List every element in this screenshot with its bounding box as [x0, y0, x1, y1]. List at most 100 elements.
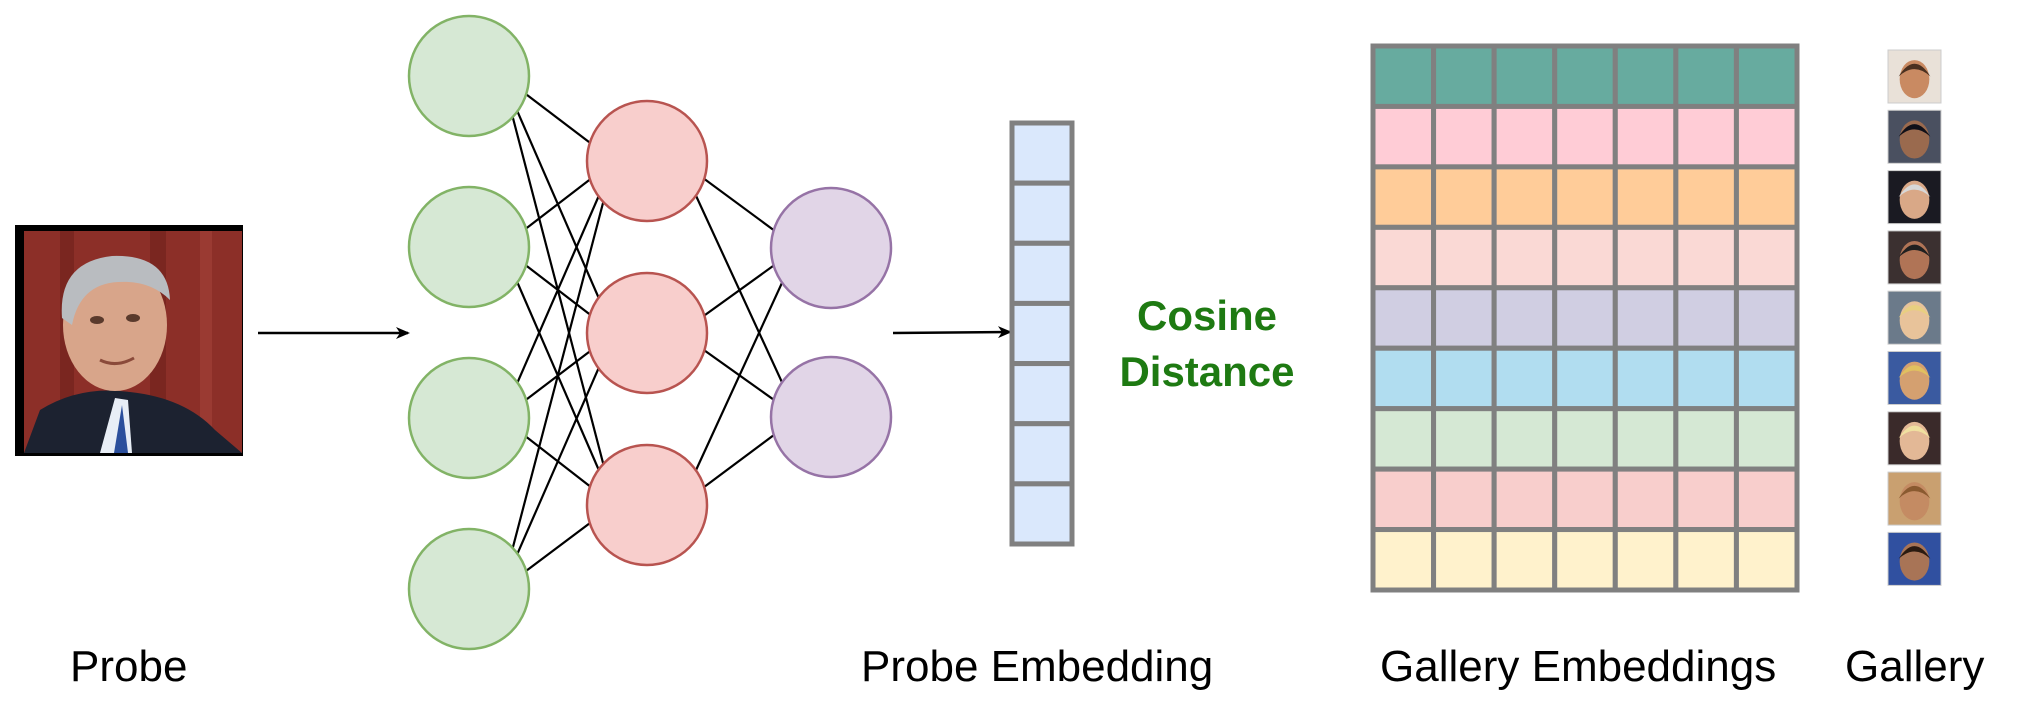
gallery-embedding-cell	[1552, 285, 1618, 351]
gallery-embedding-cell	[1431, 406, 1497, 472]
face-thumb-hair	[1898, 63, 1931, 77]
network-to-embedding-arrow	[892, 326, 1012, 339]
gallery-embedding-cell	[1491, 527, 1558, 593]
probe-hair	[61, 255, 170, 325]
probe-image-stripe	[200, 231, 212, 453]
network-edge	[679, 247, 799, 506]
gallery-embedding-cell	[1612, 43, 1679, 109]
probe-eye	[90, 316, 104, 324]
output-node	[769, 355, 893, 479]
gallery-embedding-cell	[1491, 466, 1558, 533]
gallery-faces	[1887, 49, 1942, 586]
network-edge	[500, 332, 616, 590]
gallery-embedding-cell	[1491, 164, 1558, 230]
gallery-embeddings-label: Gallery Embeddings	[1380, 642, 1777, 691]
gallery-embedding-cell	[1370, 224, 1437, 291]
gallery-embedding-cell	[1673, 345, 1739, 412]
gallery-embedding-cell	[1370, 345, 1437, 412]
output-node	[769, 186, 893, 310]
gallery-embedding-cell	[1431, 43, 1497, 109]
cosine-label-line2: Distance	[1119, 348, 1295, 395]
gallery-embedding-cell	[1733, 103, 1800, 170]
face-thumb-border	[1887, 170, 1942, 225]
face-thumb-border	[1887, 471, 1942, 526]
gallery-embedding-cell	[1612, 466, 1679, 533]
face-thumb-hair	[1898, 124, 1931, 137]
gallery-embedding-cell	[1370, 164, 1437, 230]
gallery-embedding-cell	[1491, 224, 1558, 291]
gallery-embedding-cell	[1733, 43, 1800, 109]
face-thumb-hair	[1898, 485, 1931, 499]
gallery-embedding-cell	[1552, 406, 1618, 472]
face-thumb-hair	[1898, 244, 1931, 258]
gallery-embedding-cell	[1733, 466, 1800, 533]
embedding-cell	[1009, 120, 1075, 186]
face-photo-1	[1887, 49, 1942, 104]
gallery-embedding-cell	[1431, 164, 1497, 230]
network-edge	[679, 160, 799, 418]
gallery-embedding-cell	[1612, 224, 1679, 291]
cosine-label-line1: Cosine	[1136, 292, 1278, 339]
gallery-embedding-cell	[1673, 43, 1739, 109]
gallery-embedding-cell	[1612, 345, 1679, 412]
face-thumb-border	[1887, 109, 1942, 164]
gallery-embedding-cell	[1491, 43, 1558, 109]
face-thumb-border	[1887, 411, 1942, 466]
embedding-cell	[1009, 240, 1075, 306]
hidden-node	[585, 271, 709, 395]
gallery-embedding-cell	[1612, 527, 1679, 593]
network-edge	[500, 160, 616, 590]
face-thumb-hair	[1898, 304, 1931, 318]
gallery-embedding-cell	[1673, 527, 1739, 593]
gallery-embedding-cell	[1370, 466, 1437, 533]
face-thumb-border	[1887, 290, 1942, 345]
probe-mouth	[99, 356, 135, 365]
gallery-embedding-cell	[1431, 345, 1497, 412]
network-nodes	[407, 14, 893, 651]
gallery-embedding-cell	[1612, 103, 1679, 170]
input-node	[407, 14, 531, 138]
embedding-cell	[1009, 421, 1075, 487]
gallery-embedding-cell	[1733, 406, 1800, 472]
face-thumb-hair	[1898, 365, 1931, 378]
gallery-embedding-cell	[1431, 527, 1497, 593]
face-thumb-hair	[1898, 425, 1931, 439]
gallery-embedding-cell	[1552, 103, 1618, 170]
embedding-cell	[1009, 300, 1075, 367]
face-thumb-hair	[1898, 184, 1931, 198]
gallery-embedding-cell	[1673, 103, 1739, 170]
gallery-embedding-cell	[1673, 164, 1739, 230]
gallery-embedding-cell	[1552, 527, 1618, 593]
face-thumb-border	[1887, 351, 1942, 405]
gallery-embedding-cell	[1491, 345, 1558, 412]
gallery-embedding-cell	[1370, 527, 1437, 593]
gallery-embedding-cell	[1491, 285, 1558, 351]
gallery-embedding-cell	[1733, 164, 1800, 230]
gallery-embedding-cell	[1431, 224, 1497, 291]
gallery-embedding-cell	[1673, 224, 1739, 291]
face-thumb-border	[1887, 230, 1942, 285]
input-node	[407, 185, 531, 309]
face-photo-3	[1887, 170, 1942, 225]
gallery-embedding-cell	[1552, 345, 1618, 412]
gallery-embedding-cell	[1370, 406, 1437, 472]
probe-embedding-vector	[1009, 120, 1075, 547]
gallery-embedding-cell	[1612, 285, 1679, 351]
gallery-embedding-cell	[1733, 285, 1800, 351]
gallery-embedding-cell	[1733, 345, 1800, 412]
gallery-embedding-cell	[1431, 285, 1497, 351]
gallery-embedding-cell	[1733, 224, 1800, 291]
gallery-embedding-cell	[1552, 224, 1618, 291]
face-thumb-hair	[1898, 546, 1931, 559]
face-photo-4	[1887, 230, 1942, 285]
hidden-node	[585, 443, 709, 567]
gallery-embeddings-grid	[1370, 43, 1800, 593]
cosine-distance-label: Cosine Distance	[1087, 288, 1327, 400]
gallery-embedding-cell	[1370, 43, 1437, 109]
gallery-embedding-cell	[1673, 406, 1739, 472]
face-thumb-border	[1887, 531, 1942, 586]
probe-embedding-label: Probe Embedding	[861, 642, 1214, 691]
hidden-node	[585, 99, 709, 223]
